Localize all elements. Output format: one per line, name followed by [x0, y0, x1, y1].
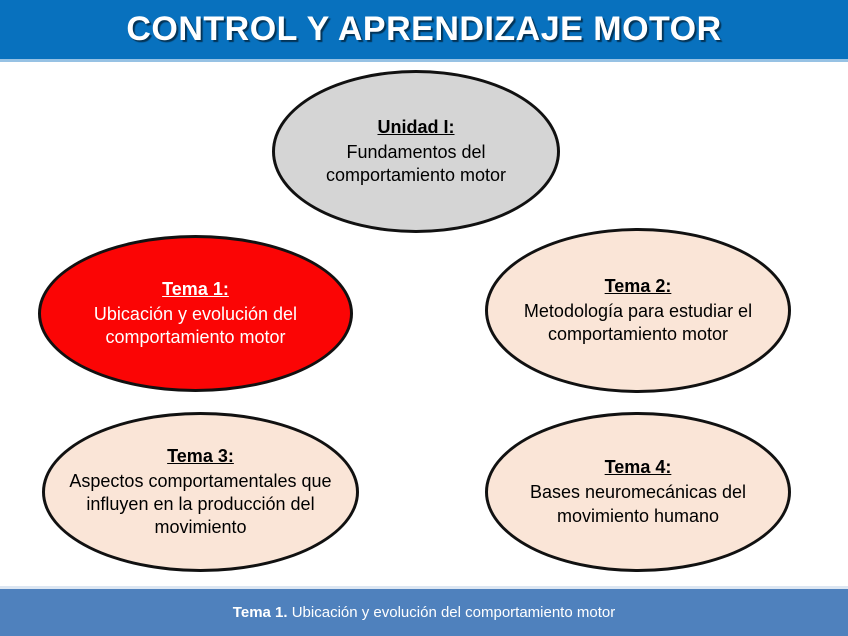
node-body: Bases neuromecánicas del movimiento huma… — [529, 482, 747, 526]
diagram-node-tema-2[interactable]: Tema 2: Metodología para estudiar el com… — [485, 228, 791, 393]
page-title: CONTROL Y APRENDIZAJE MOTOR — [126, 10, 722, 48]
node-text-block: Unidad I: Fundamentos del comportamiento… — [298, 116, 535, 187]
node-text-block: Tema 3: Aspectos comportamentales que in… — [54, 445, 346, 539]
node-title: Tema 1: — [162, 278, 229, 299]
node-title: Tema 2: — [604, 275, 672, 296]
node-body: Ubicación y evolución del comportamiento… — [93, 303, 298, 348]
slide-header: CONTROL Y APRENDIZAJE MOTOR — [0, 0, 848, 59]
diagram-node-tema-4[interactable]: Tema 4: Bases neuromecánicas del movimie… — [485, 412, 791, 572]
node-title: Tema 4: — [604, 457, 672, 478]
node-text-block: Tema 4: Bases neuromecánicas del movimie… — [500, 456, 776, 527]
slide-footer: Tema 1. Ubicación y evolución del compor… — [0, 589, 848, 636]
node-text-block: Tema 2: Metodología para estudiar el com… — [496, 275, 781, 346]
node-text-block: Tema 1: Ubicación y evolución del compor… — [53, 278, 337, 349]
footer-label-strong: Tema 1. — [232, 604, 288, 621]
footer-label-rest: Ubicación y evolución del comportamiento… — [287, 604, 616, 621]
footer-accent-line — [0, 586, 848, 589]
node-body: Fundamentos del comportamiento motor — [325, 141, 507, 186]
diagram-node-tema-3[interactable]: Tema 3: Aspectos comportamentales que in… — [42, 412, 359, 572]
node-body: Aspectos comportamentales que influyen e… — [69, 470, 332, 538]
header-accent-line — [0, 59, 848, 62]
diagram-node-tema-1[interactable]: Tema 1: Ubicación y evolución del compor… — [38, 235, 353, 392]
node-title: Tema 3: — [167, 445, 234, 466]
node-body: Metodología para estudiar el comportamie… — [523, 300, 753, 345]
diagram-node-unidad-1[interactable]: Unidad I: Fundamentos del comportamiento… — [272, 70, 560, 233]
node-title: Unidad I: — [377, 116, 455, 137]
footer-label: Tema 1. Ubicación y evolución del compor… — [233, 604, 615, 621]
